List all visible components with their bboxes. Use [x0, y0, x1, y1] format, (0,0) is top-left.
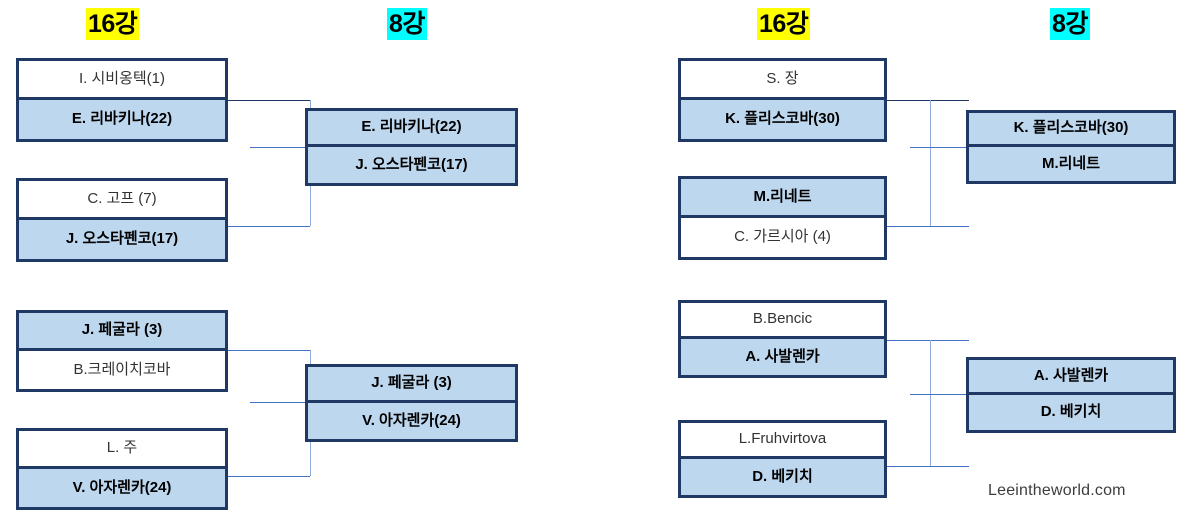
match-slot-player[interactable]: K. 플리스코바(30): [681, 100, 884, 139]
match-slot-player[interactable]: B.크레이치코바: [19, 351, 225, 389]
match-slot-player[interactable]: D. 베키치: [681, 459, 884, 495]
match-slot-player[interactable]: L.Fruhvirtova: [681, 423, 884, 459]
match-right-r16-2[interactable]: M.리네트 C. 가르시아 (4): [678, 176, 887, 260]
match-slot-player[interactable]: E. 리바키나(22): [19, 100, 225, 139]
connector-left-bottom-1: [228, 226, 310, 227]
connector-right-vert-1: [930, 100, 931, 226]
match-right-r16-4[interactable]: L.Fruhvirtova D. 베키치: [678, 420, 887, 498]
match-right-r16-3[interactable]: B.Bencic A. 사발렌카: [678, 300, 887, 378]
match-slot-player[interactable]: E. 리바키나(22): [308, 111, 515, 147]
connector-left-top-2: [228, 350, 310, 351]
header-right-quarterfinal: 8강: [1050, 8, 1090, 40]
connector-left-top-1: [228, 100, 310, 101]
match-slot-player[interactable]: V. 아자렌카(24): [19, 469, 225, 507]
match-left-qf-2[interactable]: J. 페굴라 (3) V. 아자렌카(24): [305, 364, 518, 442]
match-slot-player[interactable]: J. 오스타펜코(17): [308, 147, 515, 183]
match-slot-player[interactable]: J. 페굴라 (3): [308, 367, 515, 403]
connector-right-bottom-2: [887, 466, 969, 467]
connector-right-top-1: [887, 100, 969, 101]
match-slot-player[interactable]: A. 사발렌카: [969, 360, 1173, 395]
connector-left-feed-1: [250, 147, 310, 148]
match-right-qf-2[interactable]: A. 사발렌카 D. 베키치: [966, 357, 1176, 433]
header-left-quarterfinal: 8강: [387, 8, 427, 40]
match-left-r16-3[interactable]: J. 페굴라 (3) B.크레이치코바: [16, 310, 228, 392]
match-left-r16-1[interactable]: I. 시비옹텍(1) E. 리바키나(22): [16, 58, 228, 142]
match-slot-player[interactable]: V. 아자렌카(24): [308, 403, 515, 439]
match-slot-player[interactable]: B.Bencic: [681, 303, 884, 339]
match-slot-player[interactable]: M.리네트: [969, 147, 1173, 181]
match-slot-player[interactable]: L. 주: [19, 431, 225, 469]
connector-right-feed-2: [910, 394, 970, 395]
connector-left-bottom-2: [228, 476, 310, 477]
match-slot-player[interactable]: K. 플리스코바(30): [969, 113, 1173, 147]
connector-right-bottom-1: [887, 226, 969, 227]
connector-right-top-2: [887, 340, 969, 341]
connector-left-feed-2: [250, 402, 310, 403]
match-slot-player[interactable]: S. 장: [681, 61, 884, 100]
watermark-credit: Leeintheworld.com: [988, 482, 1126, 499]
match-right-qf-1[interactable]: K. 플리스코바(30) M.리네트: [966, 110, 1176, 184]
connector-right-feed-1: [910, 147, 970, 148]
match-slot-player[interactable]: J. 페굴라 (3): [19, 313, 225, 351]
match-slot-player[interactable]: C. 가르시아 (4): [681, 218, 884, 257]
header-right-round16: 16강: [757, 8, 811, 40]
match-slot-player[interactable]: M.리네트: [681, 179, 884, 218]
match-left-r16-2[interactable]: C. 고프 (7) J. 오스타펜코(17): [16, 178, 228, 262]
connector-right-vert-2: [930, 340, 931, 466]
match-right-r16-1[interactable]: S. 장 K. 플리스코바(30): [678, 58, 887, 142]
match-slot-player[interactable]: A. 사발렌카: [681, 339, 884, 375]
match-slot-player[interactable]: J. 오스타펜코(17): [19, 220, 225, 259]
match-left-qf-1[interactable]: E. 리바키나(22) J. 오스타펜코(17): [305, 108, 518, 186]
match-left-r16-4[interactable]: L. 주 V. 아자렌카(24): [16, 428, 228, 510]
match-slot-player[interactable]: I. 시비옹텍(1): [19, 61, 225, 100]
match-slot-player[interactable]: C. 고프 (7): [19, 181, 225, 220]
header-left-round16: 16강: [86, 8, 140, 40]
match-slot-player[interactable]: D. 베키치: [969, 395, 1173, 430]
